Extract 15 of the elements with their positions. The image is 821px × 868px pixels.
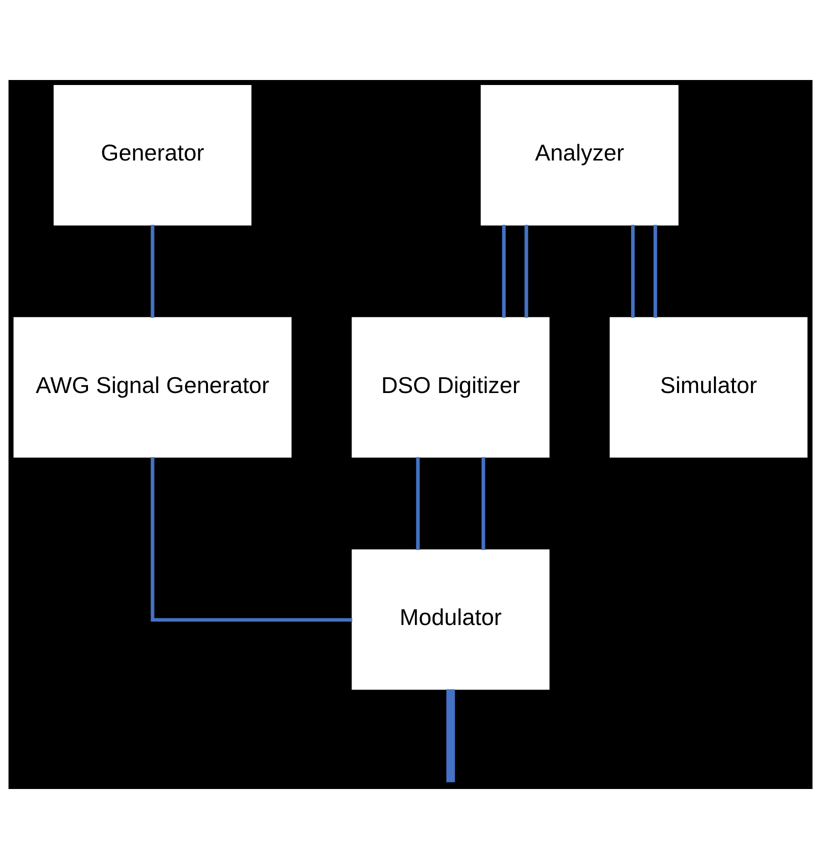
node-box: Generator (54, 84, 252, 225)
node-box: DSO Digitizer (352, 316, 550, 458)
connector (416, 456, 420, 550)
node-box: AWG Signal Generator (14, 316, 292, 458)
connector (150, 456, 352, 622)
connector (482, 456, 486, 550)
connector (150, 224, 154, 318)
connector (502, 224, 506, 318)
connector (654, 224, 658, 318)
connector (524, 224, 528, 318)
node-box: Analyzer (480, 84, 678, 225)
connector (631, 224, 635, 318)
node-box: Simulator (610, 316, 808, 458)
node-box: Modulator (352, 548, 550, 690)
connector (446, 688, 455, 782)
